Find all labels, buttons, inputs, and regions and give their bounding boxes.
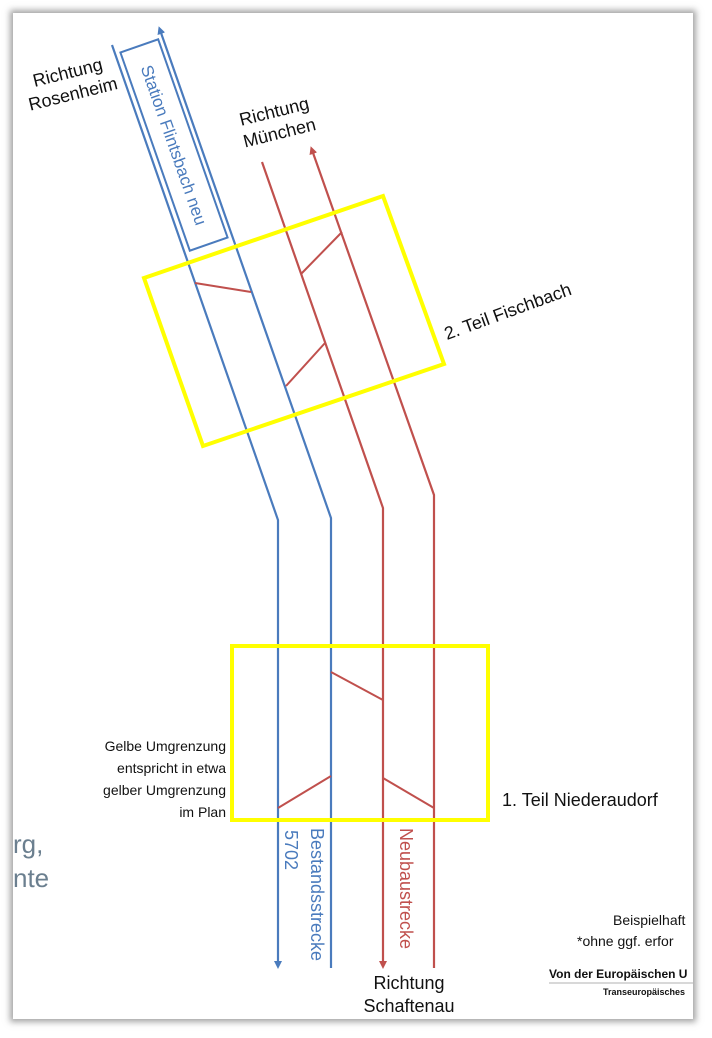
new-line-label: Neubaustrecke [396,828,416,949]
cut-text-right-4: Transeuropäisches [603,987,685,997]
direction-schaftenau-line1: Richtung [373,973,444,993]
new-track-right [309,146,436,968]
crossover-blue-upper [194,282,252,293]
note-line4: im Plan [179,804,226,820]
boundary-part2 [141,193,447,449]
cut-text-right-3: Von der Europäischen U [549,967,687,981]
crossover-lower-3 [382,777,435,809]
part1-label: 1. Teil Niederaudorf [502,790,659,810]
crossover-lower-1 [330,671,384,701]
crossover-red-upper [300,231,343,275]
note-line1: Gelbe Umgrenzung [105,738,226,754]
diagram-frame: Station Flintsbach neu Richtung Rosenhei… [13,13,693,1019]
note-line3: gelber Umgrenzung [103,782,226,798]
direction-muenchen: Richtung München [237,93,318,151]
cut-text-right-2: *ohne ggf. erfor [577,933,674,949]
line-number-label: 5702 [281,830,301,870]
crossover-lower-2 [277,775,332,809]
boundary-part1 [230,644,490,822]
crossover-red-mid [285,342,326,387]
direction-rosenheim: Richtung Rosenheim [26,54,119,114]
cut-text-left-2: nte [13,863,49,893]
new-track-left [260,161,387,969]
part2-label: 2. Teil Fischbach [442,279,575,344]
boundary-note: Gelbe Umgrenzung entspricht in etwa gelb… [103,738,226,820]
existing-track-left [110,44,282,969]
cut-text-right-1: Beispielhaft [613,912,685,928]
cut-text-left-1: rg, [13,829,43,859]
direction-schaftenau-line2: Schaftenau [363,996,454,1016]
direction-schaftenau: Richtung Schaftenau [363,973,454,1016]
existing-line-label: Bestandsstrecke [307,828,327,961]
note-line2: entspricht in etwa [117,760,226,776]
track-diagram: Station Flintsbach neu Richtung Rosenhei… [13,26,693,1016]
